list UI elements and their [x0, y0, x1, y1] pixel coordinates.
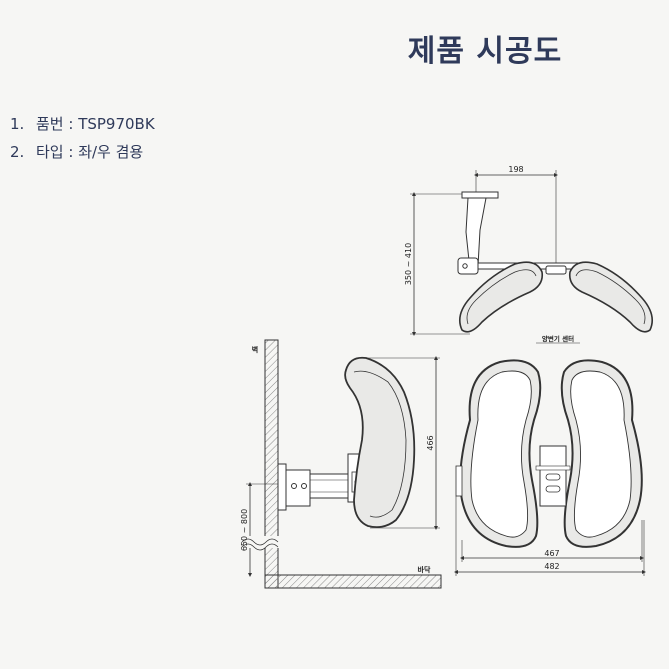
page-title: 제품 시공도: [407, 34, 563, 69]
front-view: 467 482: [454, 359, 646, 576]
dimension-label-482: 482: [544, 562, 559, 571]
top-mount-plate: [461, 191, 499, 199]
top-center-clamp: [545, 265, 567, 275]
bolt-icon: [301, 483, 307, 489]
wall-section: [264, 339, 279, 589]
spec-item-type: 2. 타입 : 좌/우 겸용: [10, 138, 155, 166]
side-back-pad: [344, 356, 416, 529]
side-view: 벽 바닥 650 ~ 800 466: [240, 339, 442, 589]
side-arm: [309, 473, 351, 499]
bolt-icon: [462, 263, 468, 269]
top-view: 198 350 ~ 410 양변기 센터: [404, 165, 653, 344]
slot-icon: [545, 485, 561, 493]
spec-list: 1. 품번 : TSP970BK 2. 타입 : 좌/우 겸용: [10, 110, 155, 166]
side-wall-bracket: [277, 463, 287, 511]
dimension-label-466: 466: [426, 435, 435, 450]
front-side-clip: [455, 465, 463, 497]
spec-number: 2.: [10, 143, 25, 161]
bolt-icon: [291, 483, 297, 489]
dimension-350-410: 350 ~ 410: [404, 192, 470, 336]
floor-label: 바닥: [418, 565, 431, 574]
dimension-label-650-800: 650 ~ 800: [240, 509, 249, 551]
wall-label: 벽: [252, 345, 258, 354]
dimension-label-198: 198: [508, 165, 523, 174]
top-bracket: [457, 257, 479, 275]
dimension-198: 198: [474, 165, 558, 270]
spec-item-part-number: 1. 품번 : TSP970BK: [10, 110, 155, 138]
caption-toilet-center: 양변기 센터: [542, 334, 574, 343]
spec-text: 타입 : 좌/우 겸용: [36, 143, 144, 161]
top-right-pad: [568, 261, 653, 333]
dimension-label-467: 467: [544, 549, 559, 558]
spec-number: 1.: [10, 115, 25, 133]
top-left-pad: [459, 261, 544, 333]
spec-text: 품번 : TSP970BK: [36, 115, 155, 133]
dimension-label-350-410: 350 ~ 410: [404, 243, 413, 285]
floor-section: [264, 574, 442, 589]
side-mount-block: [285, 469, 311, 507]
slot-icon: [545, 473, 561, 481]
